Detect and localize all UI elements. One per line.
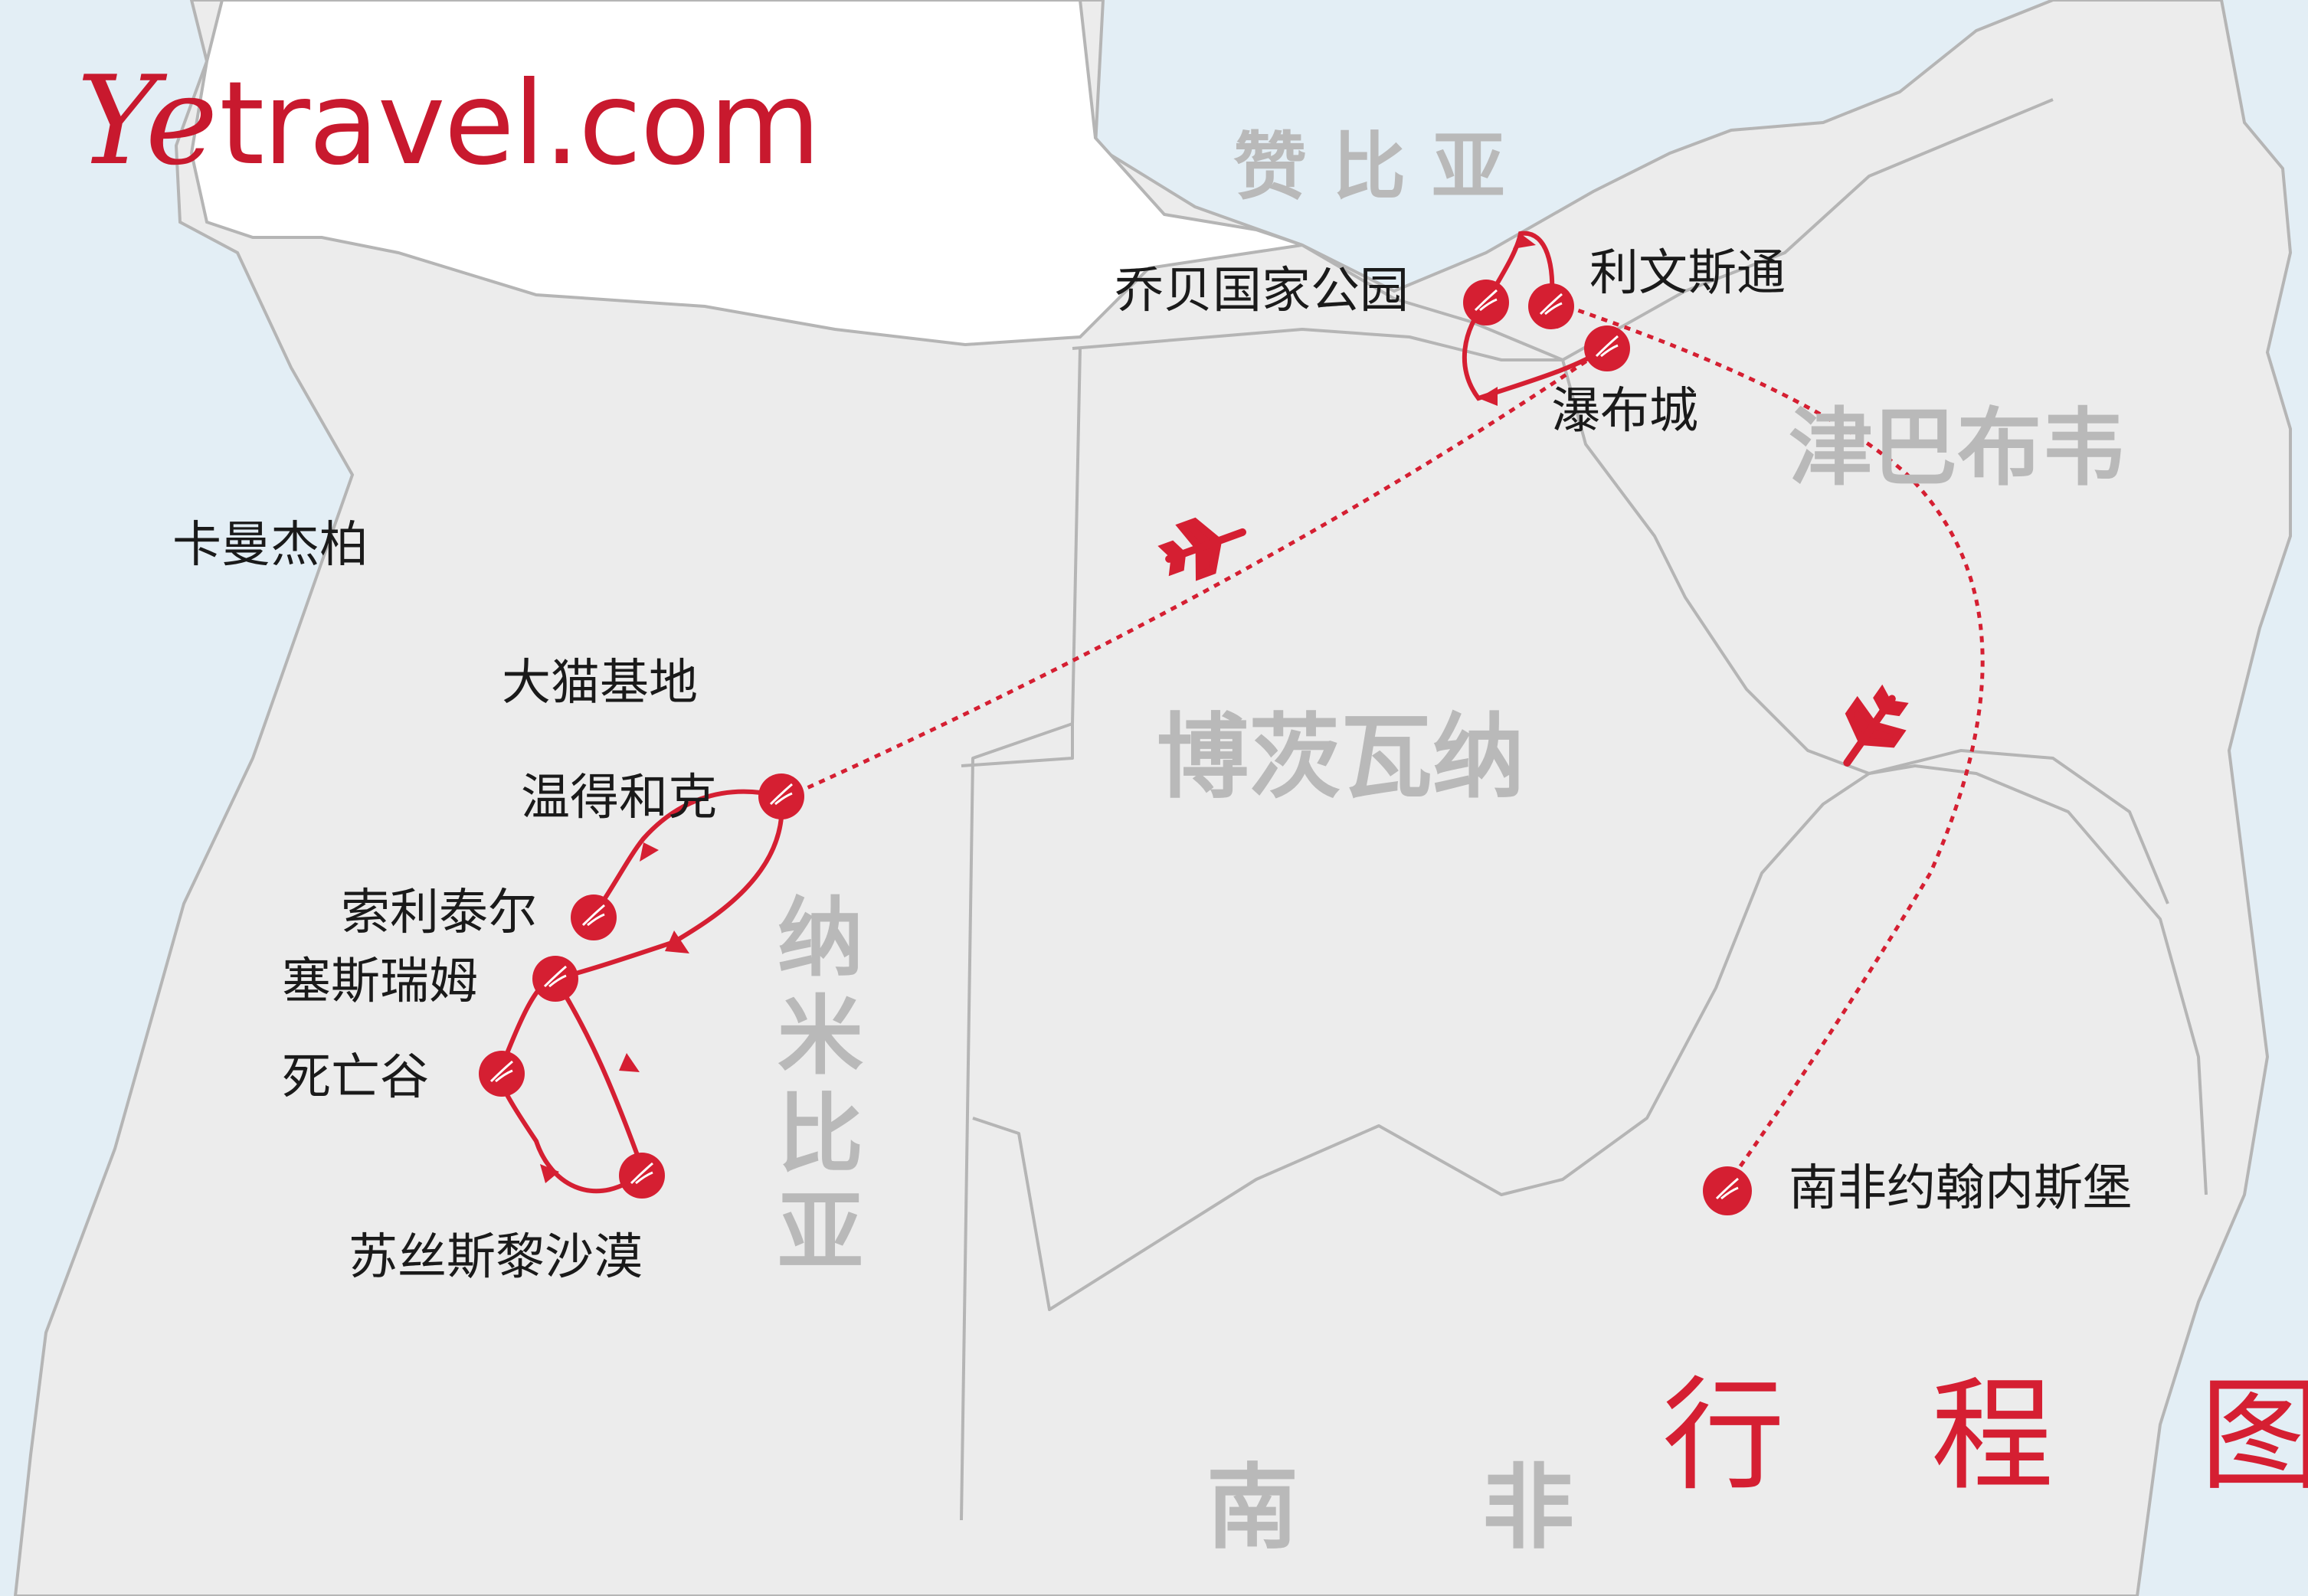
place-label-sossusvlei: 苏丝斯黎沙漠 (349, 1229, 643, 1286)
place-label-kaokoland: 卡曼杰柏 (172, 517, 368, 574)
country-borders (960, 98, 2208, 1521)
airplane-icon (1843, 684, 1909, 767)
country-label-south-africa: 南 非 (1206, 1455, 1574, 1562)
place-label-windhoek: 温得和克 (521, 770, 717, 826)
route-arrow (640, 842, 659, 862)
country-label-zambia: 赞 比 亚 (1233, 124, 1505, 210)
pin-marker-icon (758, 773, 804, 819)
pin-marker-icon (1463, 280, 1509, 325)
flight-paths (795, 300, 1985, 1181)
country-label-botswana: 博茨瓦纳 (1157, 705, 1524, 811)
pin-marker-icon (479, 1051, 525, 1097)
country-label-zimbabwe: 津巴布韦 (1789, 399, 2126, 497)
place-label-chobe: 乔贝国家公园 (1115, 263, 1409, 319)
route-arrow (665, 930, 689, 953)
pin-marker-icon (1703, 1166, 1752, 1215)
pin-marker-icon (1584, 325, 1630, 371)
route-arrow (1513, 234, 1536, 249)
brand-logo: Yetravel.com (77, 60, 821, 182)
place-label-victoria-falls: 瀑布城 (1551, 383, 1698, 440)
pin-marker-icon (1528, 283, 1574, 329)
place-label-sesriem: 塞斯瑞姆 (282, 953, 478, 1010)
route-arrow (1478, 387, 1498, 406)
northern-region (189, 0, 1303, 347)
logo-ye: Ye (77, 49, 218, 192)
place-label-livingstone: 利文斯通 (1589, 245, 1786, 302)
pin-marker-icon (619, 1153, 665, 1199)
map-title: 行 程 图 (1662, 1364, 2308, 1507)
logo-rest: travel.com (219, 57, 820, 191)
place-label-okonjima: 大猫基地 (502, 655, 698, 711)
place-label-solitaire: 索利泰尔 (341, 885, 537, 941)
country-label-namibia: 纳米比亚 (763, 892, 863, 1284)
airplane-icon (1157, 517, 1246, 581)
route-arrow (540, 1164, 559, 1183)
pin-marker-icon (532, 956, 578, 1002)
route-arrows (540, 234, 1536, 1183)
pin-marker-icon (571, 894, 617, 940)
place-label-deadvlei: 死亡谷 (282, 1049, 429, 1106)
route-arrow (619, 1053, 640, 1072)
place-label-johannesburg: 南非约翰内斯堡 (1789, 1160, 2132, 1217)
